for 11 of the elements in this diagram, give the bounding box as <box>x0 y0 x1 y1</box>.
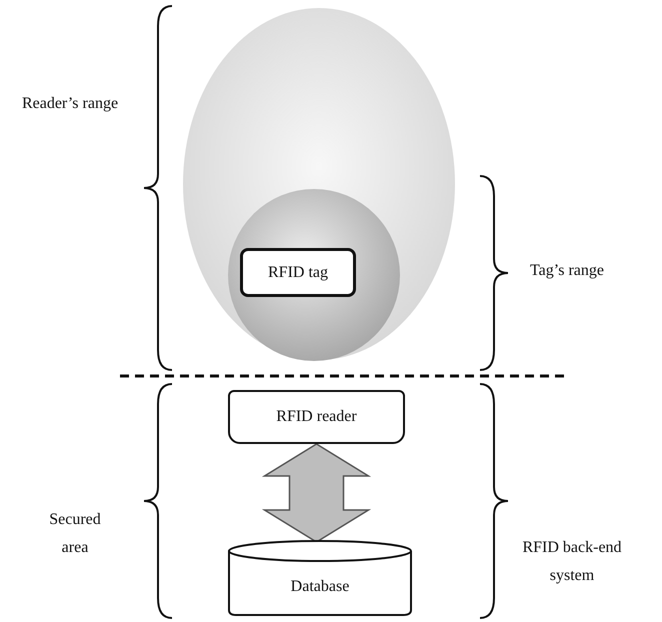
database-cylinder <box>228 540 412 616</box>
double-arrow <box>262 443 372 543</box>
node-label: RFID reader <box>276 408 357 426</box>
node-label: Database <box>290 578 350 596</box>
range-label: Tag’s range <box>529 261 605 281</box>
range-label: Reader’s range <box>20 94 120 114</box>
range-label: Secured area <box>48 510 102 558</box>
node-label: RFID tag <box>268 264 328 282</box>
range-label: RFID back-end system <box>521 538 623 586</box>
process-box <box>228 390 405 444</box>
process-box <box>240 248 356 297</box>
